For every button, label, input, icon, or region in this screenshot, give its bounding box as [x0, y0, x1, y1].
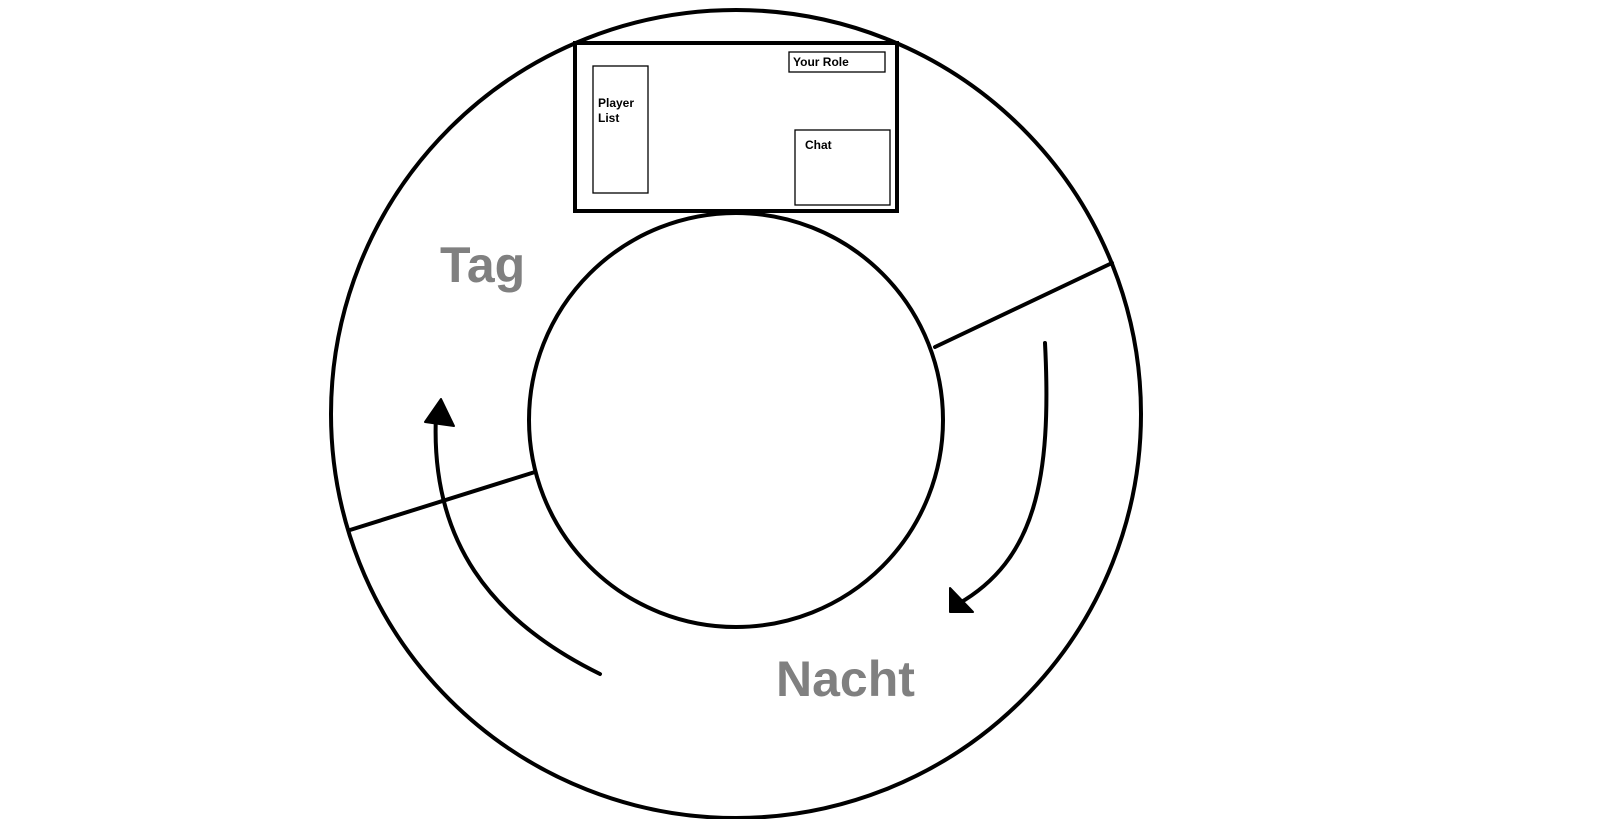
phase-divider-right	[933, 261, 1114, 349]
player-list-label-line1: Player	[598, 96, 634, 110]
your-role-label: Your Role	[793, 55, 849, 69]
player-list-frame	[592, 65, 649, 194]
player-list-label-line2: List	[598, 111, 619, 125]
player-list-box: Player List	[592, 65, 649, 194]
your-role-frame	[788, 51, 886, 73]
your-role-box: Your Role	[788, 51, 886, 73]
night-arrowhead-icon	[949, 587, 974, 613]
day-arrowhead-icon	[424, 398, 455, 427]
day-phase-label: Tag	[440, 237, 525, 293]
chat-label: Chat	[805, 138, 832, 152]
game-screen-panel: Player List Your Role Chat	[573, 41, 899, 213]
night-arrow-curve	[956, 341, 1049, 606]
inner-circle	[527, 211, 945, 629]
day-arrow-curve	[433, 413, 602, 676]
chat-box: Chat	[794, 129, 891, 206]
chat-frame	[794, 129, 891, 206]
night-phase-label: Nacht	[776, 651, 915, 707]
outer-cycle-circle	[329, 8, 1143, 819]
